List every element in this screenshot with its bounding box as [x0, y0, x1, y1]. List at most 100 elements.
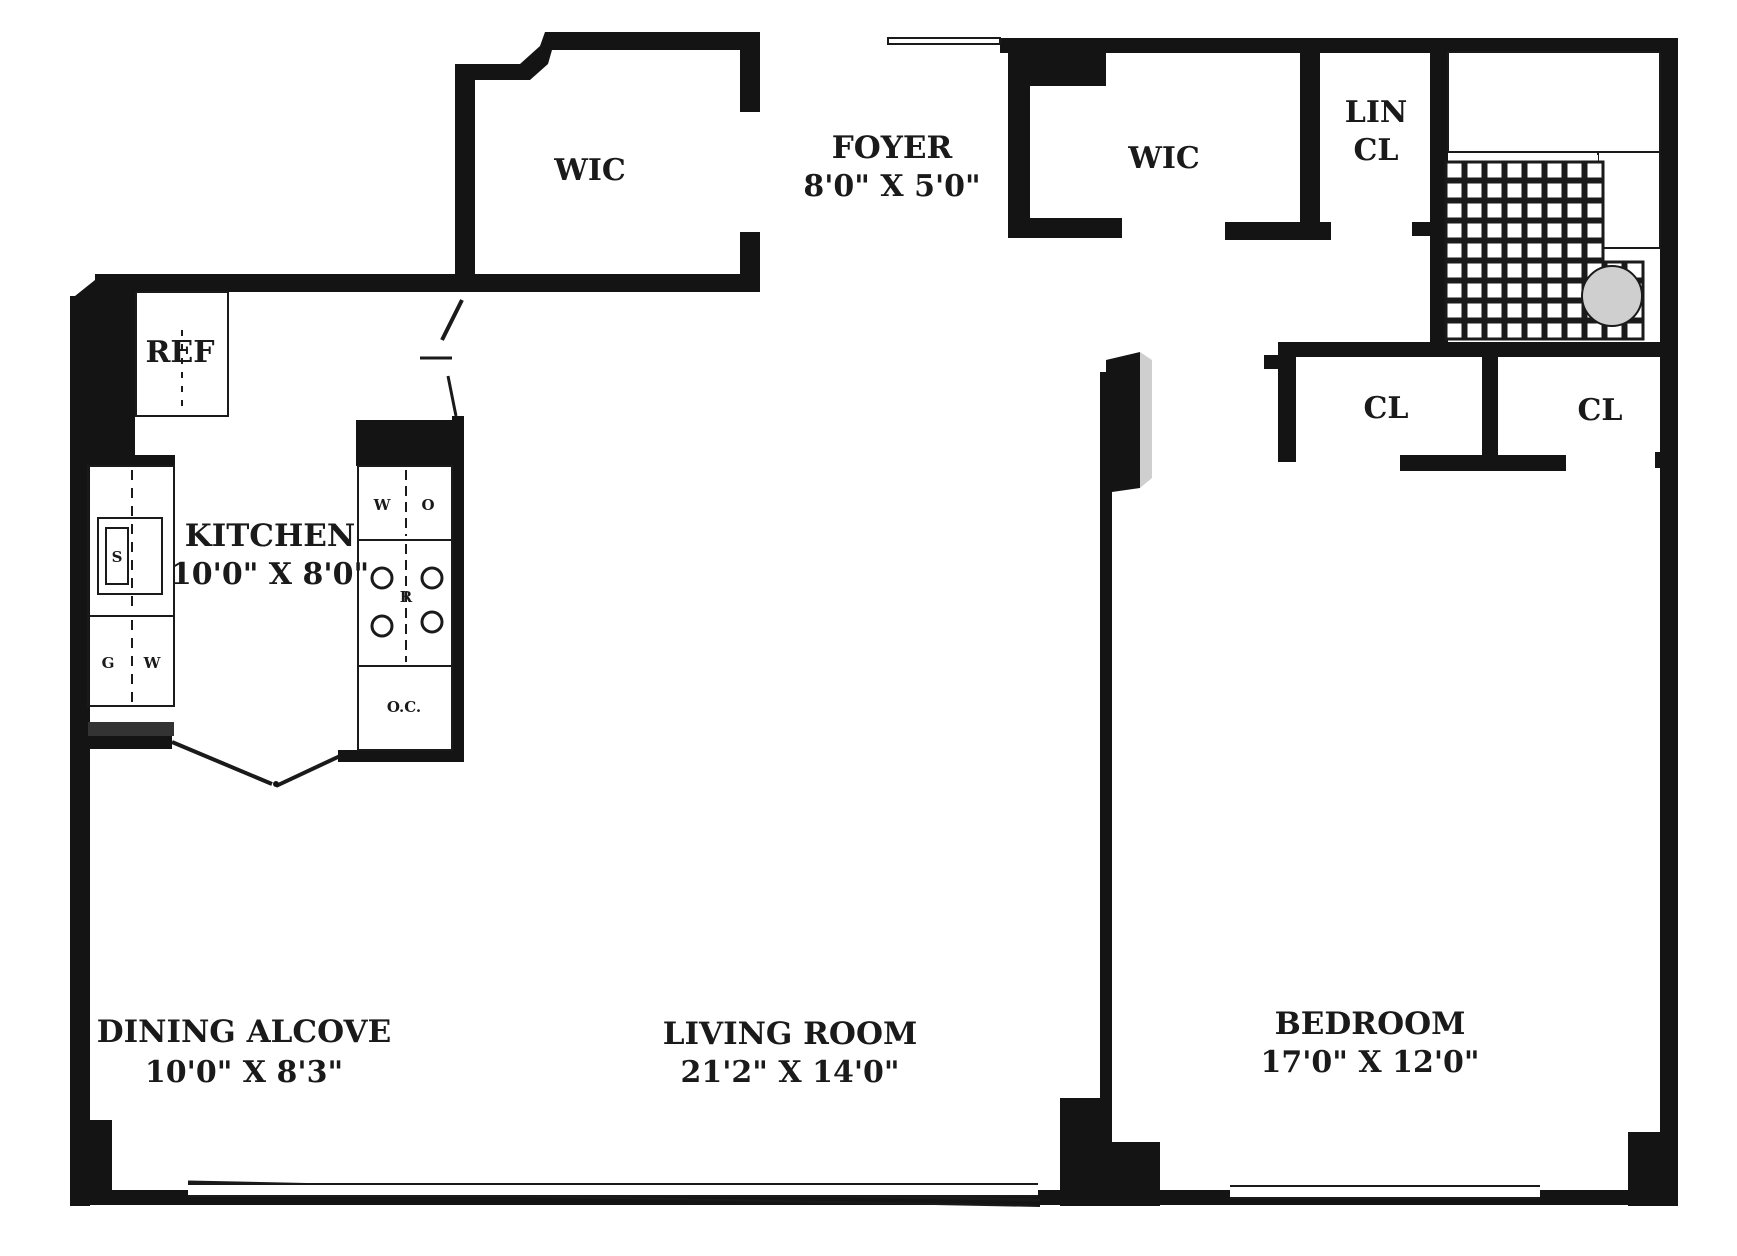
range-label: R: [400, 588, 413, 606]
bath-tile: [1524, 240, 1545, 261]
bath-tile: [1584, 220, 1605, 241]
bath-tile: [1464, 300, 1485, 321]
bath-tile: [1484, 200, 1505, 221]
bath-tile: [1524, 320, 1545, 341]
cabinet-box: [357, 665, 453, 751]
sink-box: [97, 517, 163, 595]
foyer-dimensions: 8'0" X 5'0": [803, 169, 980, 204]
bath-tile: [1504, 220, 1525, 241]
dining-alcove-dimensions: 10'0" X 8'3": [145, 1055, 343, 1090]
bath-tile: [1524, 260, 1545, 281]
kitchen-fixtures: S G W W O R O.C.: [87, 291, 453, 751]
lin-cl-label-line1: LIN: [1345, 95, 1408, 130]
bath-tile: [1524, 200, 1545, 221]
foyer-label: FOYER: [832, 130, 953, 166]
bath-tile: [1484, 260, 1505, 281]
dining-alcove-label: DINING ALCOVE: [97, 1014, 392, 1050]
bath-tile: [1564, 220, 1585, 241]
bath-tile: [1504, 160, 1525, 181]
bath-tile: [1564, 300, 1585, 321]
bath-tile: [1464, 180, 1485, 201]
range-burner-4: [420, 610, 444, 634]
wall-closet-left-stub: [1264, 355, 1282, 369]
bath-tile: [1464, 240, 1485, 261]
bath-tile: [1584, 320, 1605, 341]
bath-tile: [1504, 240, 1525, 261]
bath-tile: [1524, 160, 1545, 181]
bath-tile: [1524, 220, 1545, 241]
bath-tile: [1544, 220, 1565, 241]
bath-tile: [1584, 200, 1605, 221]
wall-partition-shade: [1140, 352, 1152, 488]
door-kitchen-bottom-left: [171, 740, 273, 786]
wall-bath-vanity-line: [1447, 51, 1661, 153]
bath-tile: [1544, 180, 1565, 201]
wall-top-right: [1000, 38, 1678, 53]
bath-tile: [1544, 260, 1565, 281]
bath-tile: [1504, 180, 1525, 201]
bath-tile: [1484, 320, 1505, 341]
living-room-label: LIVING ROOM: [663, 1016, 918, 1052]
wall-closet-right-stub: [1655, 452, 1663, 468]
wall-kitchen-corner: [70, 276, 175, 466]
range-burner-3: [370, 614, 394, 638]
labels: WIC FOYER 8'0" X 5'0" WIC LIN CL REF KIT…: [97, 95, 1623, 1090]
wall-kitchen-counter-top: [356, 420, 456, 466]
dishwasher-label-right: W: [143, 654, 162, 672]
sink-basin: [105, 527, 129, 585]
bath-tile: [1484, 180, 1505, 201]
wall-partition: [1100, 372, 1112, 1202]
bath-tile: [1484, 160, 1505, 181]
kitchen-dimensions: 10'0" X 8'0": [171, 557, 369, 592]
bath-tile: [1544, 200, 1565, 221]
wic-left-label: WIC: [553, 153, 626, 188]
bath-tile: [1544, 320, 1565, 341]
doors: [171, 299, 464, 788]
dishwasher-label-left: G: [102, 654, 115, 672]
bath-tile: [1444, 300, 1465, 321]
bath-tile: [1484, 280, 1505, 301]
bath-tile: [1524, 300, 1545, 321]
bath-tiles: [1444, 160, 1645, 341]
wall-partition-head: [1106, 352, 1140, 492]
wall-kitchen-bottom-right: [338, 750, 464, 762]
bath-tile: [1544, 280, 1565, 301]
bath-tile: [1504, 260, 1525, 281]
bath-tile: [1484, 220, 1505, 241]
walls: [70, 32, 1678, 1206]
bath-tile: [1584, 160, 1605, 181]
wall-wic-right-block: [1010, 52, 1106, 86]
wall-closet-divider: [1482, 342, 1498, 462]
wic-right-label: WIC: [1127, 141, 1200, 176]
wall-wic-right-bottom-left: [1010, 218, 1122, 238]
oven-label-right: O: [421, 496, 434, 514]
bath-tile: [1564, 260, 1585, 281]
bath-tile: [1524, 180, 1545, 201]
bath-tile: [1524, 280, 1545, 301]
bath-tile: [1564, 320, 1585, 341]
window-living-glass: [188, 1184, 1038, 1196]
bath-tile: [1564, 240, 1585, 261]
wall-wic-right-left: [1008, 52, 1030, 238]
bath-tile: [1444, 220, 1465, 241]
wall-kitchen-right: [452, 416, 464, 760]
range-burner-1: [370, 566, 394, 590]
cabinet-label: O.C.: [387, 698, 421, 716]
bath-tile: [1484, 240, 1505, 261]
bath-tile: [1544, 160, 1565, 181]
sink-label: S: [112, 548, 123, 566]
bath-tile: [1564, 280, 1585, 301]
bath-tile: [1584, 240, 1605, 261]
wall-bath-sink-line: [1597, 151, 1661, 249]
kitchen-label: KITCHEN: [185, 518, 355, 554]
oven-label-left: W: [373, 496, 392, 514]
closet-left-label: CL: [1364, 391, 1409, 426]
wall-lin-cl-stub: [1412, 222, 1432, 236]
bath-tile: [1464, 220, 1485, 241]
wall-closet-bottom: [1400, 455, 1566, 471]
bath-tile: [1464, 320, 1485, 341]
bath-fixtures: [1444, 155, 1645, 341]
door-kitchen-bottom-right: [275, 754, 341, 788]
wall-top-door-lintel: [887, 37, 1001, 45]
bath-tile: [1544, 300, 1565, 321]
